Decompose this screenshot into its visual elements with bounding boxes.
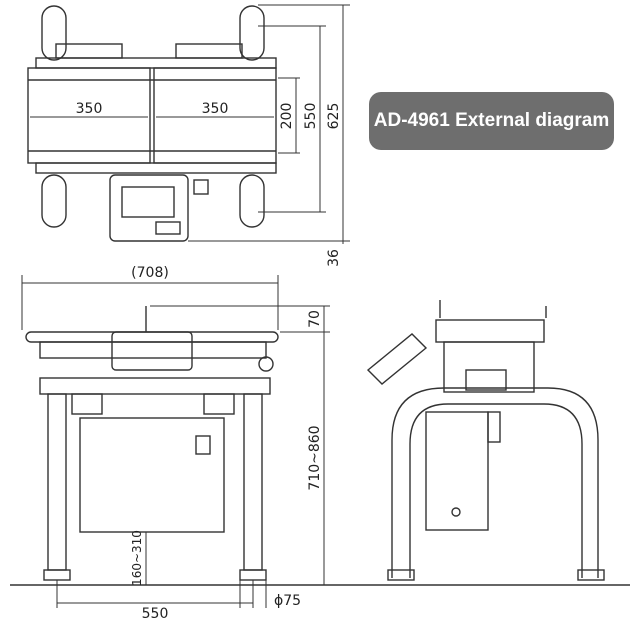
control-cabinet: [79, 417, 225, 533]
side-gear: [487, 411, 501, 443]
diagram-title-badge: AD-4961 External diagram: [369, 92, 614, 150]
dim-label: (708): [131, 265, 169, 281]
side-motor: [465, 369, 507, 391]
top-handle-tr: [239, 5, 265, 61]
side-mechanism: [443, 341, 535, 393]
indicator-screen: [121, 186, 175, 218]
front-foot-left: [43, 569, 71, 581]
right-conveyor: [153, 67, 277, 164]
left-conveyor: [27, 67, 151, 164]
front-foot-right: [239, 569, 267, 581]
side-frame-arch-inner: [409, 403, 583, 578]
side-indicator: [366, 333, 428, 385]
top-frame-upper: [35, 57, 277, 69]
dim-label: 36: [326, 249, 342, 267]
side-foot-right: [577, 569, 605, 581]
front-indicator: [111, 331, 193, 371]
top-frame-lower: [35, 162, 277, 174]
side-knob: [451, 507, 461, 517]
dim-label: 350: [202, 101, 229, 117]
top-handle-tl: [41, 5, 67, 61]
dim-label: 550: [142, 606, 169, 622]
dim-label: 160~310: [130, 530, 144, 586]
terminal-box: [193, 179, 209, 195]
front-roller: [258, 356, 274, 372]
side-conveyor-head: [435, 319, 545, 343]
cabinet-switch: [195, 435, 211, 455]
top-view: [27, 5, 277, 242]
top-view-dimensions: [30, 4, 350, 244]
top-handle-br: [239, 174, 265, 228]
dim-label: ϕ75: [274, 593, 301, 609]
front-view: [25, 306, 279, 581]
top-handle-bl: [41, 174, 67, 228]
dim-label: 710~860: [307, 425, 323, 490]
dim-label: 70: [307, 310, 323, 328]
indicator-unit: [109, 174, 189, 242]
side-cabinet: [425, 411, 489, 531]
front-leg-left: [47, 393, 67, 571]
side-frame-arch: [391, 387, 599, 578]
dim-label: 200: [279, 103, 295, 130]
front-frame: [39, 341, 267, 359]
dim-label: 550: [303, 103, 319, 130]
front-bracket: [71, 393, 103, 415]
side-foot-left: [387, 569, 415, 581]
top-bracket: [175, 43, 243, 59]
front-bracket: [203, 393, 235, 415]
front-conveyor: [25, 331, 279, 343]
side-view: [366, 300, 605, 581]
front-leg-right: [243, 393, 263, 571]
indicator-keypad: [155, 221, 181, 235]
front-view-dimensions: [21, 275, 330, 608]
top-bracket: [55, 43, 123, 59]
front-chassis: [39, 377, 271, 395]
dim-label: 625: [326, 103, 342, 130]
dim-label: 350: [76, 101, 103, 117]
